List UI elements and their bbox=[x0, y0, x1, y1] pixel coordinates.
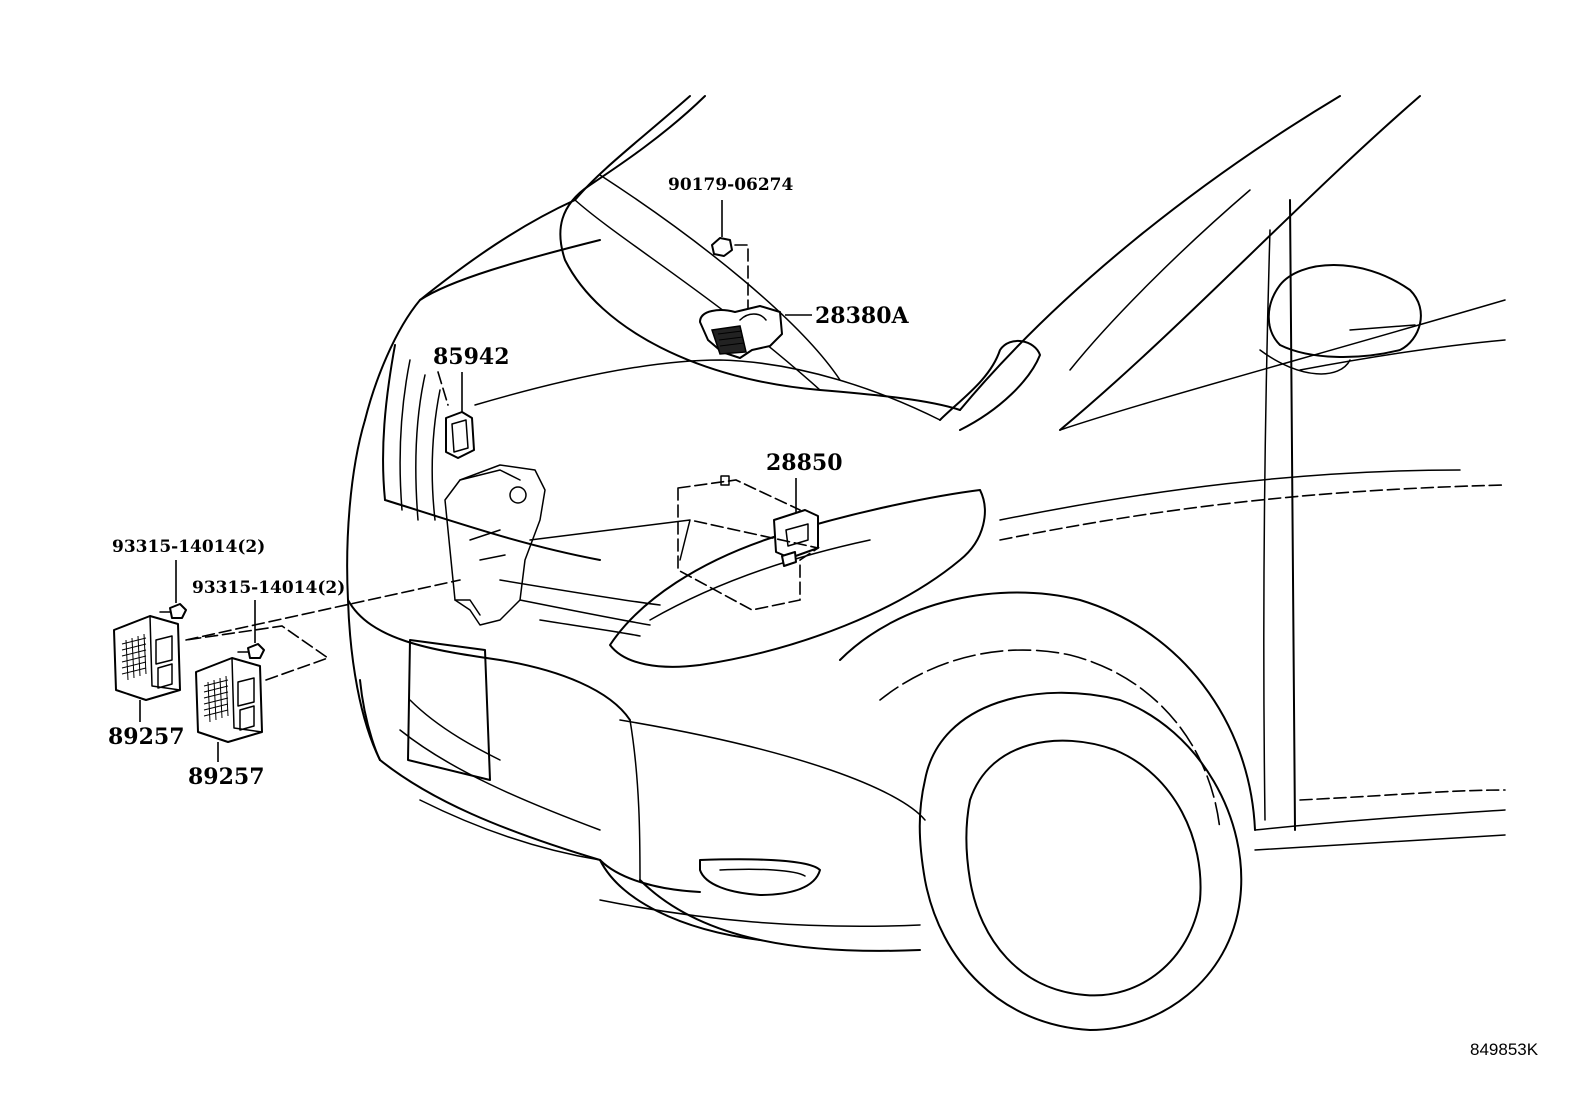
connector-line-b bbox=[185, 625, 330, 681]
label-computer-a: 89257 bbox=[108, 724, 185, 750]
connector-line-a bbox=[185, 579, 461, 641]
label-sensor-assy: 28380A bbox=[815, 303, 910, 329]
relay-part[interactable] bbox=[677, 475, 821, 611]
nut-part[interactable] bbox=[711, 200, 749, 311]
label-screw-a: 93315-14014(2) bbox=[112, 537, 265, 557]
screw-a-part[interactable] bbox=[159, 560, 187, 619]
sensor-assy-part[interactable] bbox=[699, 305, 812, 359]
illustration-code: 849853K bbox=[1470, 1040, 1539, 1059]
screw-b-part[interactable] bbox=[237, 600, 265, 659]
label-bracket: 85942 bbox=[433, 344, 510, 370]
computer-b-part[interactable] bbox=[195, 657, 263, 762]
washer-tank bbox=[444, 464, 546, 626]
bracket-part[interactable] bbox=[437, 371, 475, 459]
label-screw-b: 93315-14014(2) bbox=[192, 578, 345, 598]
car-body-outline bbox=[346, 95, 1506, 1031]
label-relay: 28850 bbox=[766, 450, 843, 476]
computer-a-part[interactable] bbox=[113, 615, 181, 722]
label-nut: 90179-06274 bbox=[668, 175, 794, 195]
label-computer-b: 89257 bbox=[188, 764, 265, 790]
